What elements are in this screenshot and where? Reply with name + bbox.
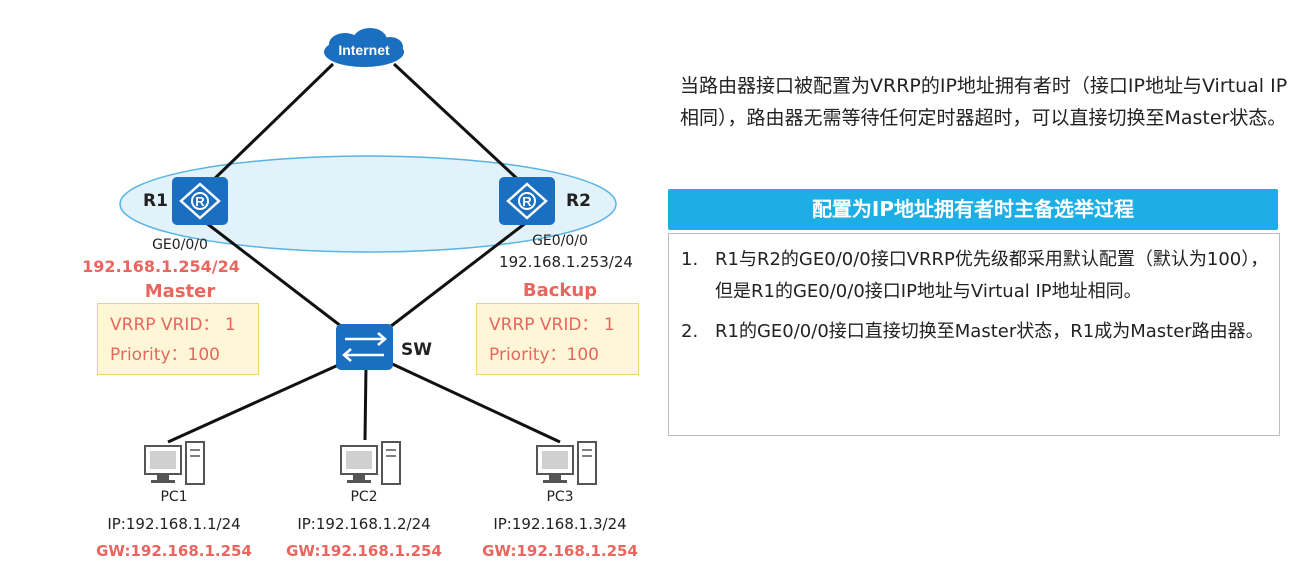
r1-vrrp-box: VRRP VRID： 1 Priority：100 [97, 303, 259, 375]
r1-vrid: VRRP VRID： 1 [110, 315, 236, 335]
link-internet-r2 [392, 62, 527, 188]
switch-icon [336, 324, 393, 370]
pc2-name: PC2 [350, 489, 378, 505]
step-item: 1. R1与R2的GE0/0/0接口VRRP优先级都采用默认配置（默认为100）… [681, 244, 1271, 308]
pc1-ip: IP:192.168.1.1/24 [107, 515, 241, 533]
router-r2-icon: R [499, 177, 555, 225]
step-number: 1. [681, 249, 699, 270]
pc3-gw: GW:192.168.1.254 [482, 542, 638, 560]
internet-cloud-icon [324, 28, 404, 67]
pc3-name: PC3 [546, 489, 574, 505]
r2-vrid: VRRP VRID： 1 [489, 315, 615, 335]
r2-vrrp-box: VRRP VRID： 1 Priority：100 [476, 303, 639, 375]
pc1-gw: GW:192.168.1.254 [96, 542, 252, 560]
intro-paragraph: 当路由器接口被配置为VRRP的IP地址拥有者时（接口IP地址与Virtual I… [680, 75, 1288, 129]
r1-interface-label: GE0/0/0 [152, 237, 208, 253]
r1-name-label: R1 [143, 191, 168, 211]
router-r1-icon: R [172, 177, 228, 225]
pc1-name: PC1 [160, 489, 188, 505]
link-sw-pc3 [387, 360, 561, 444]
switch-label: SW [401, 340, 432, 360]
link-internet-r1 [205, 62, 335, 188]
steps-panel: 1. R1与R2的GE0/0/0接口VRRP优先级都采用默认配置（默认为100）… [668, 233, 1280, 436]
step-text: R1的GE0/0/0接口直接切换至Master状态，R1成为Master路由器。 [715, 321, 1264, 342]
link-sw-pc1 [167, 360, 346, 444]
link-r2-sw [381, 220, 528, 335]
step-text: R1与R2的GE0/0/0接口VRRP优先级都采用默认配置（默认为100），但是… [715, 249, 1269, 302]
step-item: 2. R1的GE0/0/0接口直接切换至Master状态，R1成为Master路… [681, 316, 1271, 348]
svg-text:R: R [195, 194, 205, 209]
r2-name-label: R2 [566, 191, 591, 211]
r2-role-label: Backup [522, 280, 598, 301]
pc3-icon [536, 441, 597, 485]
vrrp-group-ellipse [119, 155, 617, 253]
r1-ip-label: 192.168.1.254/24 [82, 257, 240, 276]
step-number: 2. [681, 321, 699, 342]
r1-role-label: Master [144, 281, 216, 302]
r2-interface-label: GE0/0/0 [532, 233, 588, 249]
svg-text:R: R [522, 194, 532, 209]
link-r1-sw [204, 220, 351, 335]
pc3-ip: IP:192.168.1.3/24 [493, 515, 627, 533]
r2-priority: Priority：100 [489, 345, 599, 365]
pc2-icon [340, 441, 401, 485]
link-sw-pc2 [363, 365, 368, 441]
pc1-icon [144, 441, 205, 485]
panel-title: 配置为IP地址拥有者时主备选举过程 [668, 189, 1278, 230]
r2-ip-label: 192.168.1.253/24 [499, 253, 633, 271]
internet-label: Internet [338, 42, 390, 58]
pc2-gw: GW:192.168.1.254 [286, 542, 442, 560]
pc2-ip: IP:192.168.1.2/24 [297, 515, 431, 533]
r1-priority: Priority：100 [110, 345, 220, 365]
